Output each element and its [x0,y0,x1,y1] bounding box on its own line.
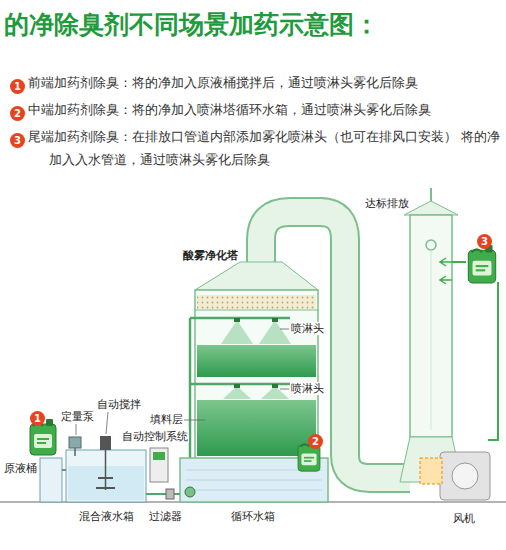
dosing-line [452,261,466,263]
chimney [440,258,452,284]
fan [420,458,442,484]
dosing-line [452,262,498,440]
callout-number: 2 [10,106,25,121]
dosing-system [40,458,62,502]
chimney [430,188,432,202]
chimney [410,215,452,437]
acid-mist-tower [234,318,278,388]
leader-lines [106,412,108,434]
fan [420,452,490,500]
part-label: 填料层 [149,413,184,426]
leader-lines [184,420,205,421]
chimney [426,240,436,250]
part-label: 混合液水箱 [78,510,135,523]
step-text: 前端加药剂除臭：将的净加入原液桶搅拌后，通过喷淋头雾化后除臭 [28,71,498,94]
leader-lines [280,389,289,390]
part-label: 过滤器 [148,510,183,523]
acid-mist-tower [221,320,253,344]
acid-mist-tower [272,384,278,388]
dosing-line [488,282,498,440]
acid-mist-tower [197,345,316,377]
part-label: 酸雾净化塔 [182,249,239,262]
part-label: 自动控制系统 [121,430,189,443]
part-label: 喷淋头 [290,382,325,395]
agent-bottle [468,245,495,283]
part-label: 自动搅拌 [96,398,142,411]
acid-mist-tower [272,318,278,322]
dosing-system [166,489,174,499]
dosing-system [100,436,111,450]
step-text: 中端加药剂除臭：将的净加入喷淋塔循环水箱，通过喷淋头雾化后除臭 [28,98,498,121]
dosing-system [69,437,81,448]
acid-mist-tower [195,310,318,311]
dosing-system [150,448,168,482]
acid-mist-tower [221,320,291,399]
callout-number: 1 [30,411,45,426]
callout-number: 2 [308,434,323,449]
chimney [404,201,458,215]
acid-mist-tower [197,295,316,309]
dosing-system [40,436,180,502]
acid-mist-tower [195,262,318,290]
fan [440,452,490,500]
chimney [431,250,432,430]
title: 的净除臭剂不同场景加药示意图： [4,10,379,40]
dosing-system [153,452,165,460]
acid-mist-tower [234,318,240,322]
part-label: 原液桶 [3,462,38,475]
part-label: 达标排放 [364,197,410,210]
leader-lines [76,424,77,435]
part-label: 喷淋头 [290,322,325,335]
circulation-tank [186,470,322,490]
dosing-system [105,450,107,490]
leader-lines [280,329,289,330]
dosing-system [146,493,180,495]
callout-number: 3 [10,133,25,148]
step-text: 尾端加药剂除臭：在排放口管道内部添加雾化喷淋头（也可在排风口安装） 将的净加入入… [28,125,500,171]
part-label: 风机 [452,512,476,525]
dosing-system [66,450,146,502]
fan [452,463,478,489]
acid-mist-tower [259,320,291,344]
acid-mist-tower [234,384,240,388]
leader-lines [76,329,289,435]
chimney [400,188,462,482]
callout-number: 1 [10,79,25,94]
part-label: 循环水箱 [230,510,276,523]
dosing-system [62,448,75,470]
circulation-tank [185,487,195,497]
callout-number: 3 [477,234,492,249]
dosing-system [96,478,115,488]
part-label: 定量泵 [60,410,95,423]
